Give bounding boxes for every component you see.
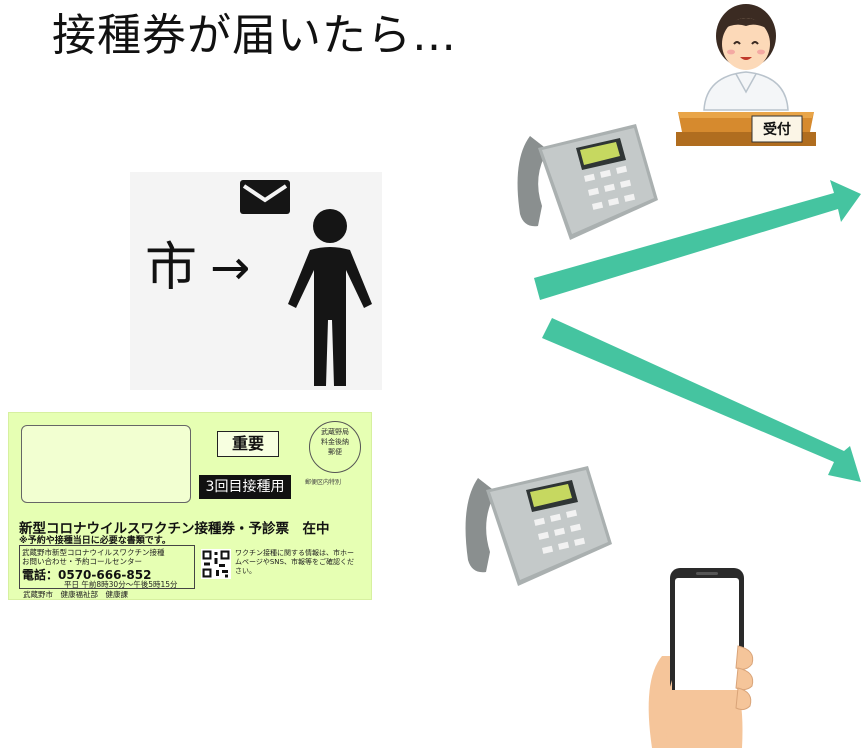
important-badge: 重要	[217, 431, 279, 457]
postmark-note: 郵便区内特別	[305, 479, 342, 486]
flow-arrow: →	[210, 240, 251, 296]
voucher-footer: 武蔵野市 健康福祉部 健康課	[23, 590, 128, 599]
contact-hours: 平日 午前8時30分～午後5時15分	[64, 580, 178, 589]
page-title: 接種券が届いたら…	[52, 10, 457, 61]
contact-line: お問い合わせ・予約コールセンター	[22, 557, 142, 566]
postmark-line: 郵便	[328, 448, 342, 456]
voucher-title: 新型コロナウイルスワクチン接種券・予診票 在中	[19, 521, 330, 537]
info-text: ワクチン接種に関する情報は、市ホームページやSNS、市報等をご確認ください。	[235, 549, 354, 575]
vaccination-voucher: 重要 武蔵野局 料金後納 郵便 郵便区内特別 3回目接種用 新型コロナウイルスワ…	[8, 412, 372, 600]
arrow-graphics	[534, 180, 861, 482]
contact-line: 武蔵野市新型コロナウイルスワクチン接種	[22, 548, 165, 557]
arrow-icon	[534, 180, 861, 300]
dose-label: 3回目接種用	[199, 475, 291, 499]
smartphone-icon	[648, 568, 754, 748]
postmark-line: 料金後納	[321, 438, 349, 446]
postmark-stamp: 武蔵野局 料金後納 郵便	[309, 421, 361, 473]
address-window	[21, 425, 191, 503]
contact-box	[19, 545, 195, 589]
telephone-icon	[517, 124, 658, 240]
contact-phone: 電話：0570-666-852	[22, 568, 152, 582]
person-icon	[288, 209, 372, 386]
telephone-icon	[465, 466, 612, 586]
voucher-note: ※予約や接種当日に必要な書類です。	[19, 536, 171, 546]
receptionist-icon: 受付	[676, 4, 816, 146]
reception-desk-label: 受付	[763, 121, 791, 138]
envelope-icon	[240, 180, 290, 214]
city-label: 市	[145, 238, 198, 298]
postmark-line: 武蔵野局	[321, 428, 349, 436]
qr-code-icon	[201, 549, 231, 579]
arrow-icon	[542, 318, 861, 482]
